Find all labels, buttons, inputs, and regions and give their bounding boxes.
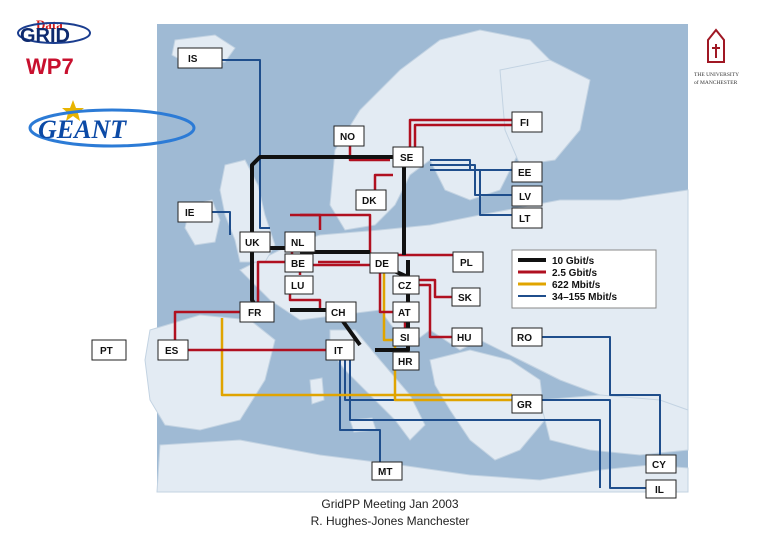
svg-text:LT: LT [519,214,530,225]
svg-text:Data: Data [36,17,63,32]
svg-text:GRID: GRID [20,25,70,47]
node-lu: LU [284,275,314,295]
svg-text:DK: DK [362,196,377,207]
svg-text:PT: PT [100,346,113,357]
node-mt: MT [371,461,403,481]
svg-text:IE: IE [185,208,195,219]
svg-text:EE: EE [518,168,532,179]
legend-item-2-5g: 2.5 Gbit/s [518,268,597,279]
legend-item-10g: 10 Gbit/s [518,256,595,267]
node-il: IL [645,479,677,499]
node-hr: HR [392,351,420,371]
svg-text:AT: AT [398,308,411,319]
node-fi: FI [511,111,543,133]
node-lt: LT [511,207,543,229]
node-cz: CZ [392,275,420,295]
node-ch: CH [325,301,357,323]
node-is: IS [177,47,223,69]
node-si: SI [392,327,420,347]
svg-text:GR: GR [517,400,533,411]
svg-text:IS: IS [188,54,198,65]
node-at: AT [392,301,420,323]
node-fr: FR [239,301,275,323]
node-ee: EE [511,161,543,183]
svg-text:MT: MT [378,467,392,478]
svg-text:BE: BE [291,259,305,270]
svg-text:NL: NL [291,238,304,249]
svg-text:34–155 Mbit/s: 34–155 Mbit/s [552,292,617,303]
svg-text:CY: CY [652,460,666,471]
manchester-crest: THE UNIVERSITY of MANCHESTER [694,28,739,86]
legend-item-34-155m: 34–155 Mbit/s [518,292,617,303]
links-34-155 [212,59,661,489]
svg-text:RO: RO [517,333,532,344]
legend-item-622m: 622 Mbit/s [518,280,601,291]
svg-text:WP7: WP7 [26,54,74,79]
svg-text:of MANCHESTER: of MANCHESTER [694,79,738,86]
node-ie: IE [177,201,213,223]
svg-text:LV: LV [519,192,531,203]
node-it: IT [325,339,355,361]
svg-text:IT: IT [334,346,343,357]
svg-text:IL: IL [655,485,664,496]
footer-meeting: GridPP Meeting Jan 2003 [321,497,459,511]
svg-text:CH: CH [331,308,345,319]
node-de: DE [369,252,399,274]
svg-text:2.5 Gbit/s: 2.5 Gbit/s [552,268,597,279]
svg-text:622 Mbit/s: 622 Mbit/s [552,280,601,291]
node-uk: UK [239,231,271,253]
svg-text:HR: HR [398,357,413,368]
svg-text:SE: SE [400,153,414,164]
footer-author: R. Hughes-Jones Manchester [310,514,470,528]
node-pl: PL [452,251,484,273]
svg-text:DE: DE [375,259,389,270]
crest-icon [707,28,725,63]
geant-logo: GEANT [28,100,196,148]
node-no: NO [333,125,365,147]
network-nodes: IS NO FI SE EE LV LT DK IE UK NL BE LU D… [91,47,677,499]
svg-text:NO: NO [340,132,355,143]
svg-text:CZ: CZ [398,281,411,292]
node-es: ES [157,339,189,361]
svg-text:UK: UK [245,238,260,249]
node-sk: SK [451,287,481,307]
node-ro: RO [511,327,543,347]
svg-text:FR: FR [248,308,262,319]
node-gr: GR [511,394,543,414]
geant-swoosh-icon [28,108,196,148]
node-be: BE [284,253,314,273]
svg-text:SI: SI [400,333,410,344]
node-cy: CY [645,454,677,474]
svg-text:LU: LU [291,281,304,292]
svg-text:PL: PL [460,258,473,269]
svg-text:10 Gbit/s: 10 Gbit/s [552,256,595,267]
legend: 10 Gbit/s 2.5 Gbit/s 622 Mbit/s 34–155 M… [511,249,657,309]
node-hu: HU [451,327,483,347]
node-se: SE [392,146,424,168]
node-dk: DK [355,189,387,211]
node-pt: PT [91,339,127,361]
node-lv: LV [511,185,543,207]
svg-text:THE UNIVERSITY: THE UNIVERSITY [694,72,739,78]
node-nl: NL [284,231,316,253]
svg-text:HU: HU [457,333,471,344]
svg-text:GEANT: GEANT [38,115,127,144]
svg-text:FI: FI [520,118,529,129]
datagrid-logo: Data GRID WP7 [17,17,91,79]
svg-text:ES: ES [165,346,179,357]
svg-text:SK: SK [458,293,473,304]
star-icon [62,100,84,121]
datagrid-orbit-icon [17,22,91,44]
